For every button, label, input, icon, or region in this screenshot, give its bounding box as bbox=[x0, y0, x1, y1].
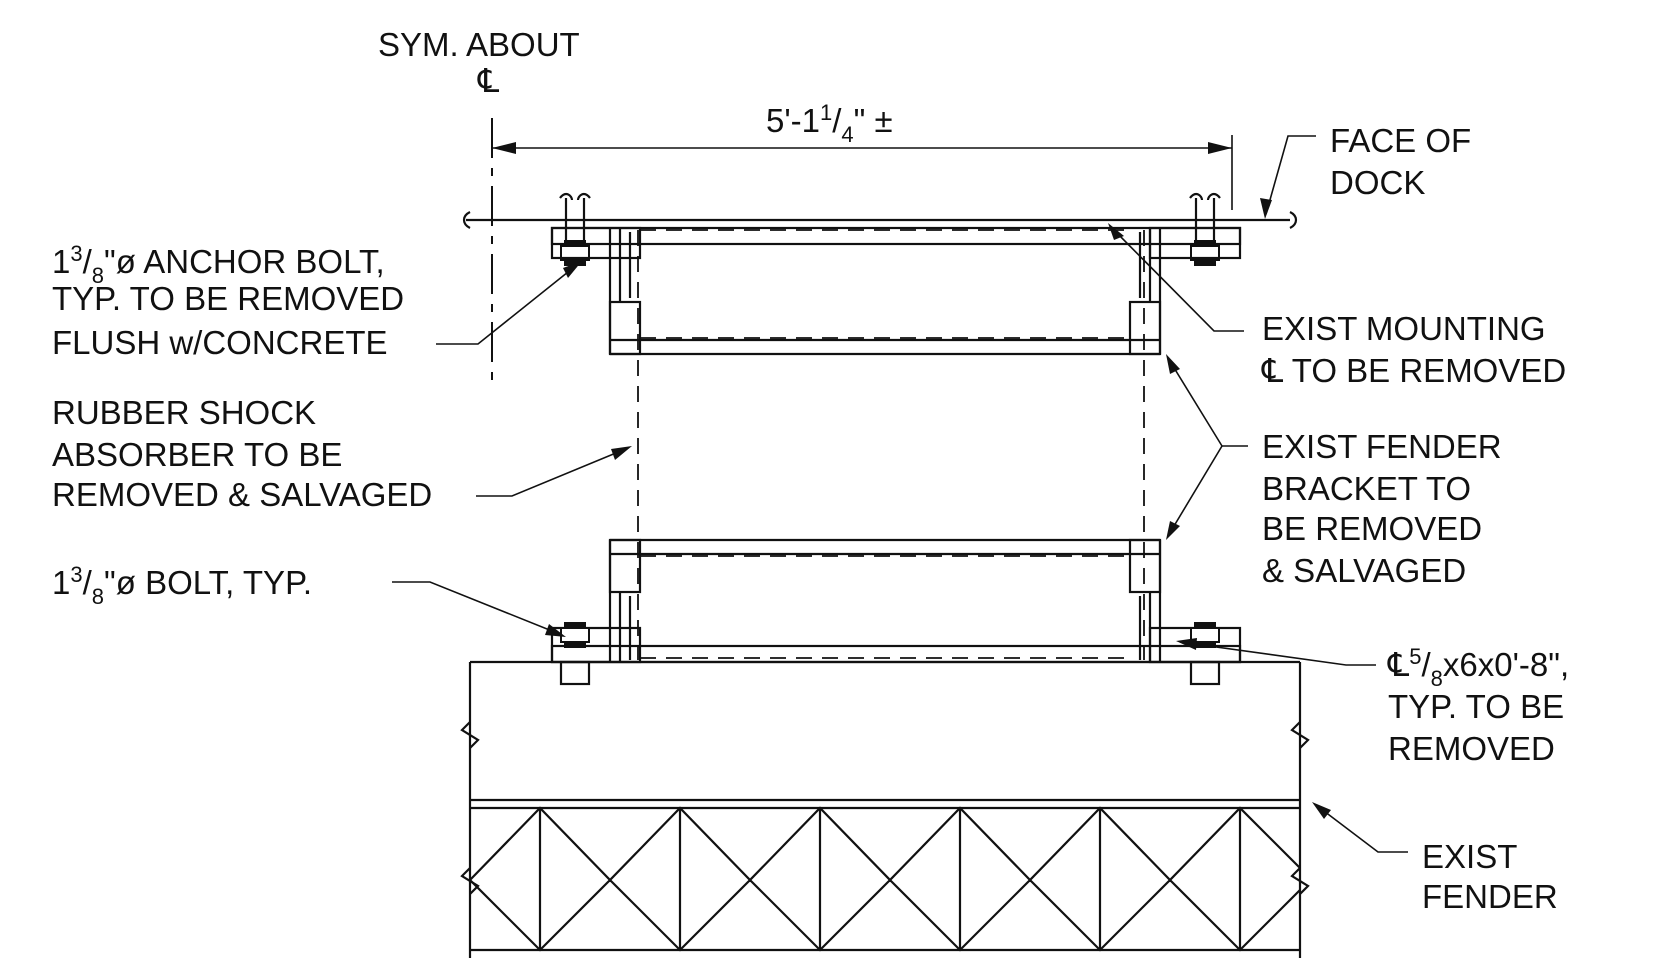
fender-timber-crossbracing bbox=[469, 806, 1301, 952]
leader-face-of-dock bbox=[1260, 135, 1316, 219]
top-left-anchor-bolt bbox=[559, 192, 591, 266]
dimension-label: 5'-11/4" ± bbox=[766, 100, 893, 147]
sym-about-label: SYM. ABOUT bbox=[378, 26, 580, 63]
exist-mounting-label-2: ℄ TO BE REMOVED bbox=[1261, 352, 1566, 389]
exist-fender-bracket-label-1: EXIST FENDER bbox=[1262, 428, 1502, 465]
bolt-typ-label: 13/8"ø BOLT, TYP. bbox=[52, 562, 312, 609]
bottom-right-bolt bbox=[1189, 622, 1221, 686]
face-of-dock-line bbox=[462, 211, 1298, 229]
exist-fender-label-1: EXIST bbox=[1422, 838, 1517, 875]
plate-label-1: ℄5/8x6x0'-8", bbox=[1387, 644, 1569, 691]
rubber-shock-label-1: RUBBER SHOCK bbox=[52, 394, 316, 431]
rubber-shock-label-3: REMOVED & SALVAGED bbox=[52, 476, 432, 513]
anchor-bolt-label-2: TYP. TO BE REMOVED bbox=[52, 280, 404, 317]
dimension-line bbox=[492, 135, 1233, 210]
rubber-shock-label-2: ABSORBER TO BE bbox=[52, 436, 342, 473]
exist-mounting-label-1: EXIST MOUNTING bbox=[1262, 310, 1546, 347]
bottom-left-bolt bbox=[559, 622, 591, 686]
leader-anchor-bolt bbox=[436, 261, 582, 345]
exist-fender-bracket-label-2: BRACKET TO bbox=[1262, 470, 1471, 507]
leader-exist-mounting bbox=[1108, 223, 1244, 332]
rubber-shock-absorber bbox=[637, 230, 1145, 660]
leader-bolt-typ bbox=[392, 581, 566, 637]
face-of-dock-label-2: DOCK bbox=[1330, 164, 1425, 201]
exist-fender bbox=[460, 660, 1310, 958]
plate-label-3: REMOVED bbox=[1388, 730, 1555, 767]
exist-fender-bracket-label-4: & SALVAGED bbox=[1262, 552, 1466, 589]
leader-exist-fender bbox=[1312, 802, 1408, 853]
anchor-bolt-label-3: FLUSH w/CONCRETE bbox=[52, 324, 388, 361]
leader-plate bbox=[1176, 638, 1376, 666]
lower-fender-bracket bbox=[550, 538, 1242, 664]
anchor-bolt-label-1: 13/8"ø ANCHOR BOLT, bbox=[52, 241, 385, 288]
exist-fender-bracket-label-3: BE REMOVED bbox=[1262, 510, 1482, 547]
top-right-anchor-bolt bbox=[1189, 192, 1221, 266]
leader-rubber-shock bbox=[476, 446, 632, 497]
face-of-dock-label-1: FACE OF bbox=[1330, 122, 1471, 159]
plate-label-2: TYP. TO BE bbox=[1388, 688, 1564, 725]
centerline-symbol: ℄ bbox=[477, 62, 499, 99]
upper-fender-bracket bbox=[608, 228, 1162, 356]
exist-fender-label-2: FENDER bbox=[1422, 878, 1558, 915]
leader-exist-fender-bracket bbox=[1166, 354, 1248, 540]
